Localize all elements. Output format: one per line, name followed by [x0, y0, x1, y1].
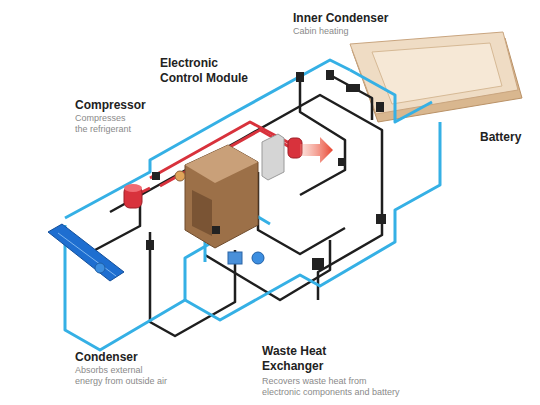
heat-flow-arrow	[300, 137, 333, 163]
part-name: Inner Condenser	[293, 11, 413, 26]
heater-block	[262, 134, 284, 180]
heater-core	[288, 138, 302, 158]
waste-heat-exchanger	[228, 252, 242, 264]
drive-unit	[185, 145, 258, 248]
coolant-pipe	[330, 75, 372, 120]
coolant-pipe	[318, 205, 382, 300]
condenser-radiator	[48, 224, 124, 281]
drive-unit-port	[175, 171, 185, 181]
drive-unit-side	[192, 190, 212, 236]
valve	[146, 240, 154, 250]
part-description: Cabin heating	[293, 26, 413, 37]
coolant-pipe	[258, 172, 345, 254]
coolant-pipe	[205, 240, 330, 300]
part-name: Battery	[480, 130, 540, 145]
valve	[152, 172, 160, 180]
pump	[252, 252, 264, 264]
valve	[326, 70, 334, 80]
part-name: Electronic Control Module	[160, 56, 255, 86]
pump	[95, 263, 105, 273]
battery-pack	[350, 32, 518, 114]
valve	[312, 258, 324, 270]
valve	[338, 158, 346, 166]
drive-unit-top	[185, 145, 258, 183]
part-name: Compressor	[75, 98, 175, 113]
coolant-pipe	[95, 205, 140, 250]
coolant-pipe	[300, 78, 345, 195]
valve	[212, 226, 220, 234]
valve	[346, 84, 360, 92]
compressor-top	[124, 184, 142, 192]
valve	[296, 72, 304, 82]
part-name: Waste Heat Exchanger	[262, 344, 352, 374]
part-description: Compresses the refrigerant	[75, 113, 135, 136]
part-description: Absorbs external energy from outside air	[75, 365, 170, 388]
refrigerant-pipe	[350, 70, 432, 122]
battery-cover	[372, 43, 502, 104]
refrigerant-pipe	[65, 122, 440, 350]
valve	[376, 214, 386, 224]
part-description: Recovers waste heat from electronic comp…	[262, 376, 403, 399]
valve	[376, 102, 384, 112]
radiator-fin	[58, 233, 116, 276]
part-name: Condenser	[75, 350, 175, 365]
